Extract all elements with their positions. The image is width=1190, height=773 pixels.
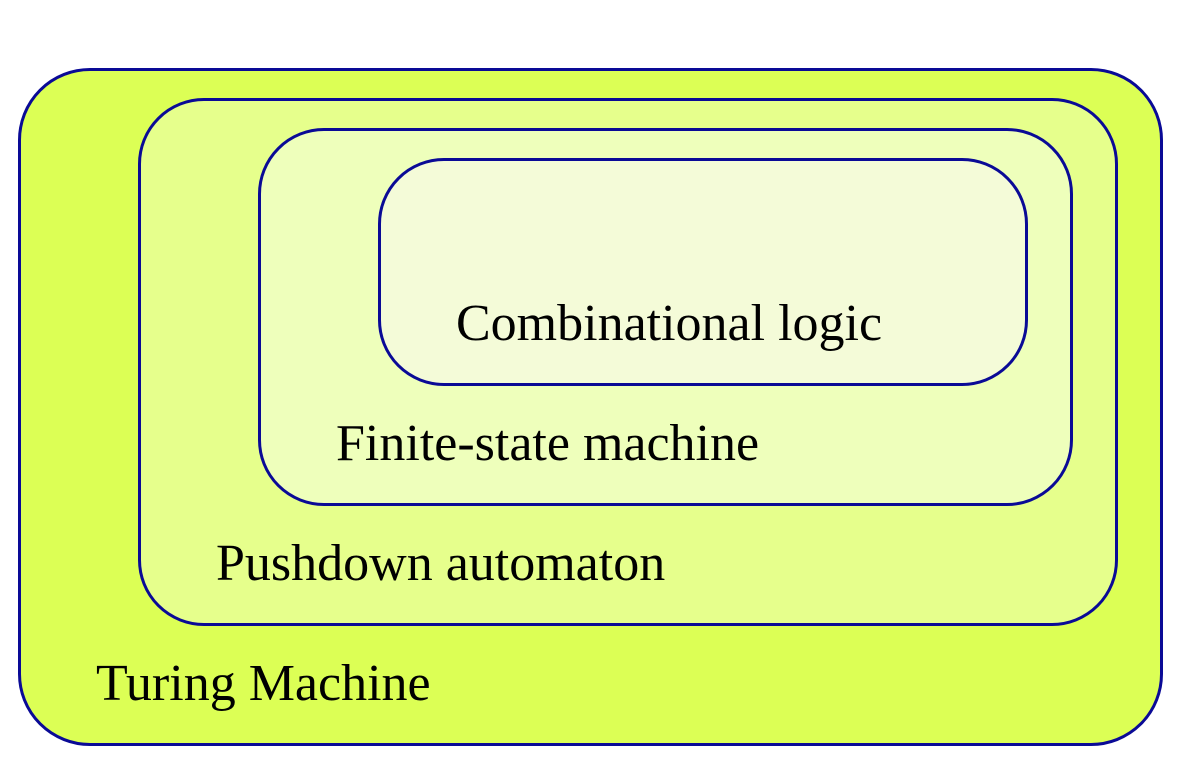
turing-machine-label: Turing Machine [96, 655, 431, 712]
combinational-logic-label: Combinational logic [456, 295, 883, 352]
finite-state-machine-label: Finite-state machine [336, 415, 760, 472]
combinational-logic-region [378, 158, 1028, 386]
pushdown-automaton-label: Pushdown automaton [216, 535, 666, 592]
